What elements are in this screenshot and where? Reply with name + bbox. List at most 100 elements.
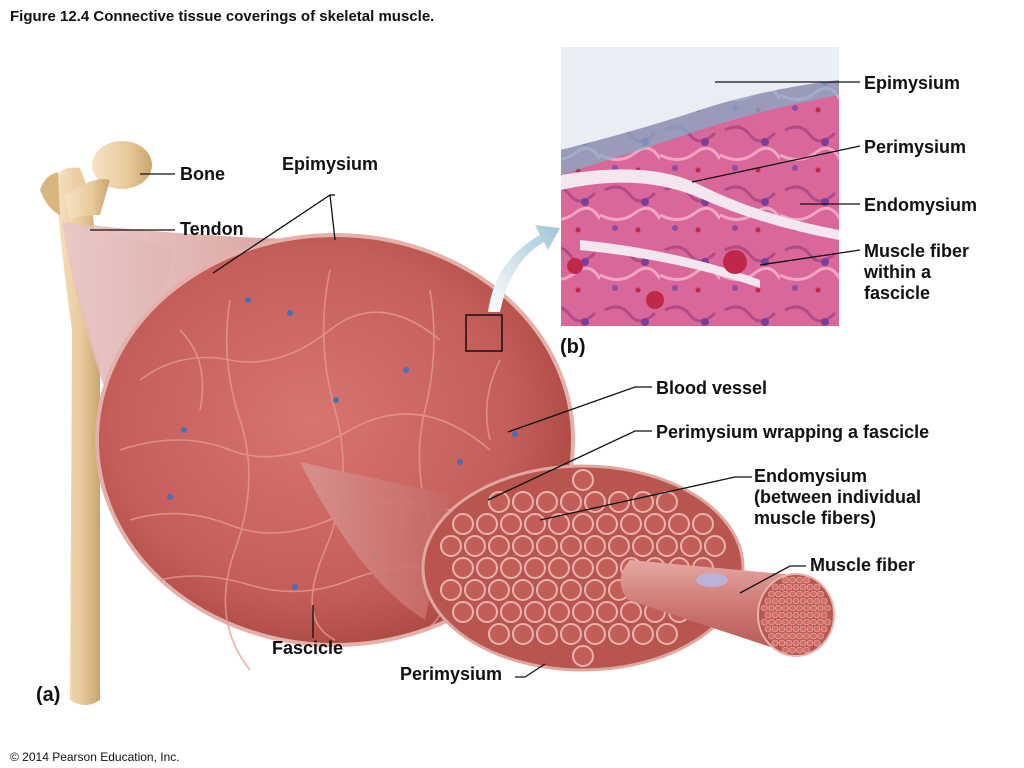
label-muscle-fiber: Muscle fiber	[810, 555, 916, 575]
myofibril-dot	[792, 639, 800, 647]
myofibril-dot	[824, 604, 831, 612]
fascicle-bundle-cell	[620, 601, 642, 623]
label-mf-line-3: fascicle	[864, 283, 931, 303]
myofibril-dot	[785, 625, 793, 633]
fascicle-bundle-cell	[524, 513, 546, 535]
magnify-box	[465, 314, 503, 352]
fascicle-bundle-cell	[572, 645, 594, 667]
myofibril-dot	[792, 597, 800, 605]
label-endomysium-b: Endomysium	[864, 195, 978, 215]
myofibril-dot	[789, 590, 796, 598]
fascicle-bundle-cell	[656, 491, 678, 513]
myofibril-dot	[761, 618, 768, 626]
fascicle-bundle-cell	[596, 557, 618, 579]
muscle-fiber	[620, 560, 835, 657]
fascicle-bundle-cell	[572, 513, 594, 535]
fascicle-bundle-cell	[572, 557, 594, 579]
myofibril-dot	[796, 576, 803, 584]
myofibril-dot	[789, 646, 796, 654]
fascicle-bundle-cell	[584, 579, 606, 601]
myofibril-dot	[761, 604, 768, 612]
panel-b-label: (b)	[560, 336, 586, 358]
myofibril-dot	[813, 625, 821, 633]
myofibril-dot	[820, 597, 828, 605]
myofibril-dot	[778, 583, 786, 591]
fascicle-bundle-cell	[680, 535, 702, 557]
myofibril-dot	[782, 590, 789, 598]
label-endomysium-line-3: muscle fibers)	[754, 508, 877, 528]
fascicle-bundle-cell	[560, 535, 582, 557]
fascicle-bundle-cell	[500, 513, 522, 535]
fascicle-bundle-cell	[632, 491, 654, 513]
fascicle-bundle-cell	[704, 535, 726, 557]
myofibril-dot	[803, 632, 810, 640]
label-endomysium-line-1: Endomysium	[754, 466, 868, 486]
myofibril-dot	[778, 639, 786, 647]
myofibril-dot	[778, 625, 786, 633]
fascicle-bundle-cell	[512, 535, 534, 557]
myofibril-dot	[789, 618, 796, 626]
myofibril-dot	[810, 604, 817, 612]
myofibril-dot	[782, 576, 789, 584]
fascicle-bundle-cell	[644, 513, 666, 535]
myofibril-dot	[806, 611, 814, 619]
myofibril-dot	[803, 646, 810, 654]
magnify-arrow	[488, 225, 560, 312]
leader-lines	[90, 81, 861, 678]
myofibril-dot	[775, 632, 782, 640]
fascicle-bundle-cell	[500, 557, 522, 579]
fascicle-bundle-cell	[548, 513, 570, 535]
myofibril-dot	[813, 597, 821, 605]
label-endomysium-a: Endomysium (between individual muscle fi…	[754, 466, 921, 529]
myofibril-dot	[778, 597, 786, 605]
fascicle-bundle-cell	[500, 601, 522, 623]
copyright: © 2014 Pearson Education, Inc.	[10, 750, 180, 764]
myofibril-dot	[813, 611, 821, 619]
myofibril-dot	[817, 618, 824, 626]
fascicle-bundle-cell	[476, 557, 498, 579]
fascicle-cone	[300, 462, 450, 620]
myofibril-dot	[771, 639, 779, 647]
myofibril-dot	[813, 639, 821, 647]
fascicle-bundle-cell	[620, 513, 642, 535]
myofibril-dot	[782, 604, 789, 612]
myofibril-dot	[796, 604, 803, 612]
myofibril-dot	[820, 611, 828, 619]
fascicle-bundle-cell	[536, 491, 558, 513]
fascicle-bundle-cell	[668, 513, 690, 535]
myofibril-dot	[771, 625, 779, 633]
fascicle-bundle-cell	[512, 579, 534, 601]
label-fascicle: Fascicle	[272, 638, 344, 658]
myofibril-dot	[810, 590, 817, 598]
myofibril-dot	[775, 590, 782, 598]
myofibril-dot	[799, 625, 807, 633]
fascicle-bundle-cell	[476, 601, 498, 623]
myofibril-dot	[817, 632, 824, 640]
myofibril-dot	[785, 597, 793, 605]
myofibril-dot	[785, 639, 793, 647]
myofibril-dot	[799, 611, 807, 619]
myofibril-dot	[764, 597, 772, 605]
histology-micrograph	[561, 47, 839, 326]
fascicle-bundle-cell	[548, 557, 570, 579]
fascicle-bundle-cell	[656, 535, 678, 557]
fascicle-bundle-cell	[584, 623, 606, 645]
fascicle-bundle-cell	[440, 535, 462, 557]
myofibril-dot	[820, 625, 828, 633]
myofibril-dot	[768, 632, 775, 640]
myofibril-dot	[803, 604, 810, 612]
myofibril-dot	[813, 583, 821, 591]
myofibril-dot	[806, 583, 814, 591]
myofibril-dot	[806, 597, 814, 605]
myofibril-dot	[782, 618, 789, 626]
fascicle-bundle-cell	[596, 601, 618, 623]
label-endomysium-line-2: (between individual	[754, 487, 922, 507]
myofibril-dot	[796, 618, 803, 626]
myofibril-dot	[771, 597, 779, 605]
fascicle-bundle-cell	[488, 579, 510, 601]
fascicle-bundle-cell	[548, 601, 570, 623]
fascicle-bundle-cell	[572, 469, 594, 491]
myofibril-dot	[764, 625, 772, 633]
fascicle-bundle-cell	[572, 601, 594, 623]
myofibril-dot	[775, 604, 782, 612]
